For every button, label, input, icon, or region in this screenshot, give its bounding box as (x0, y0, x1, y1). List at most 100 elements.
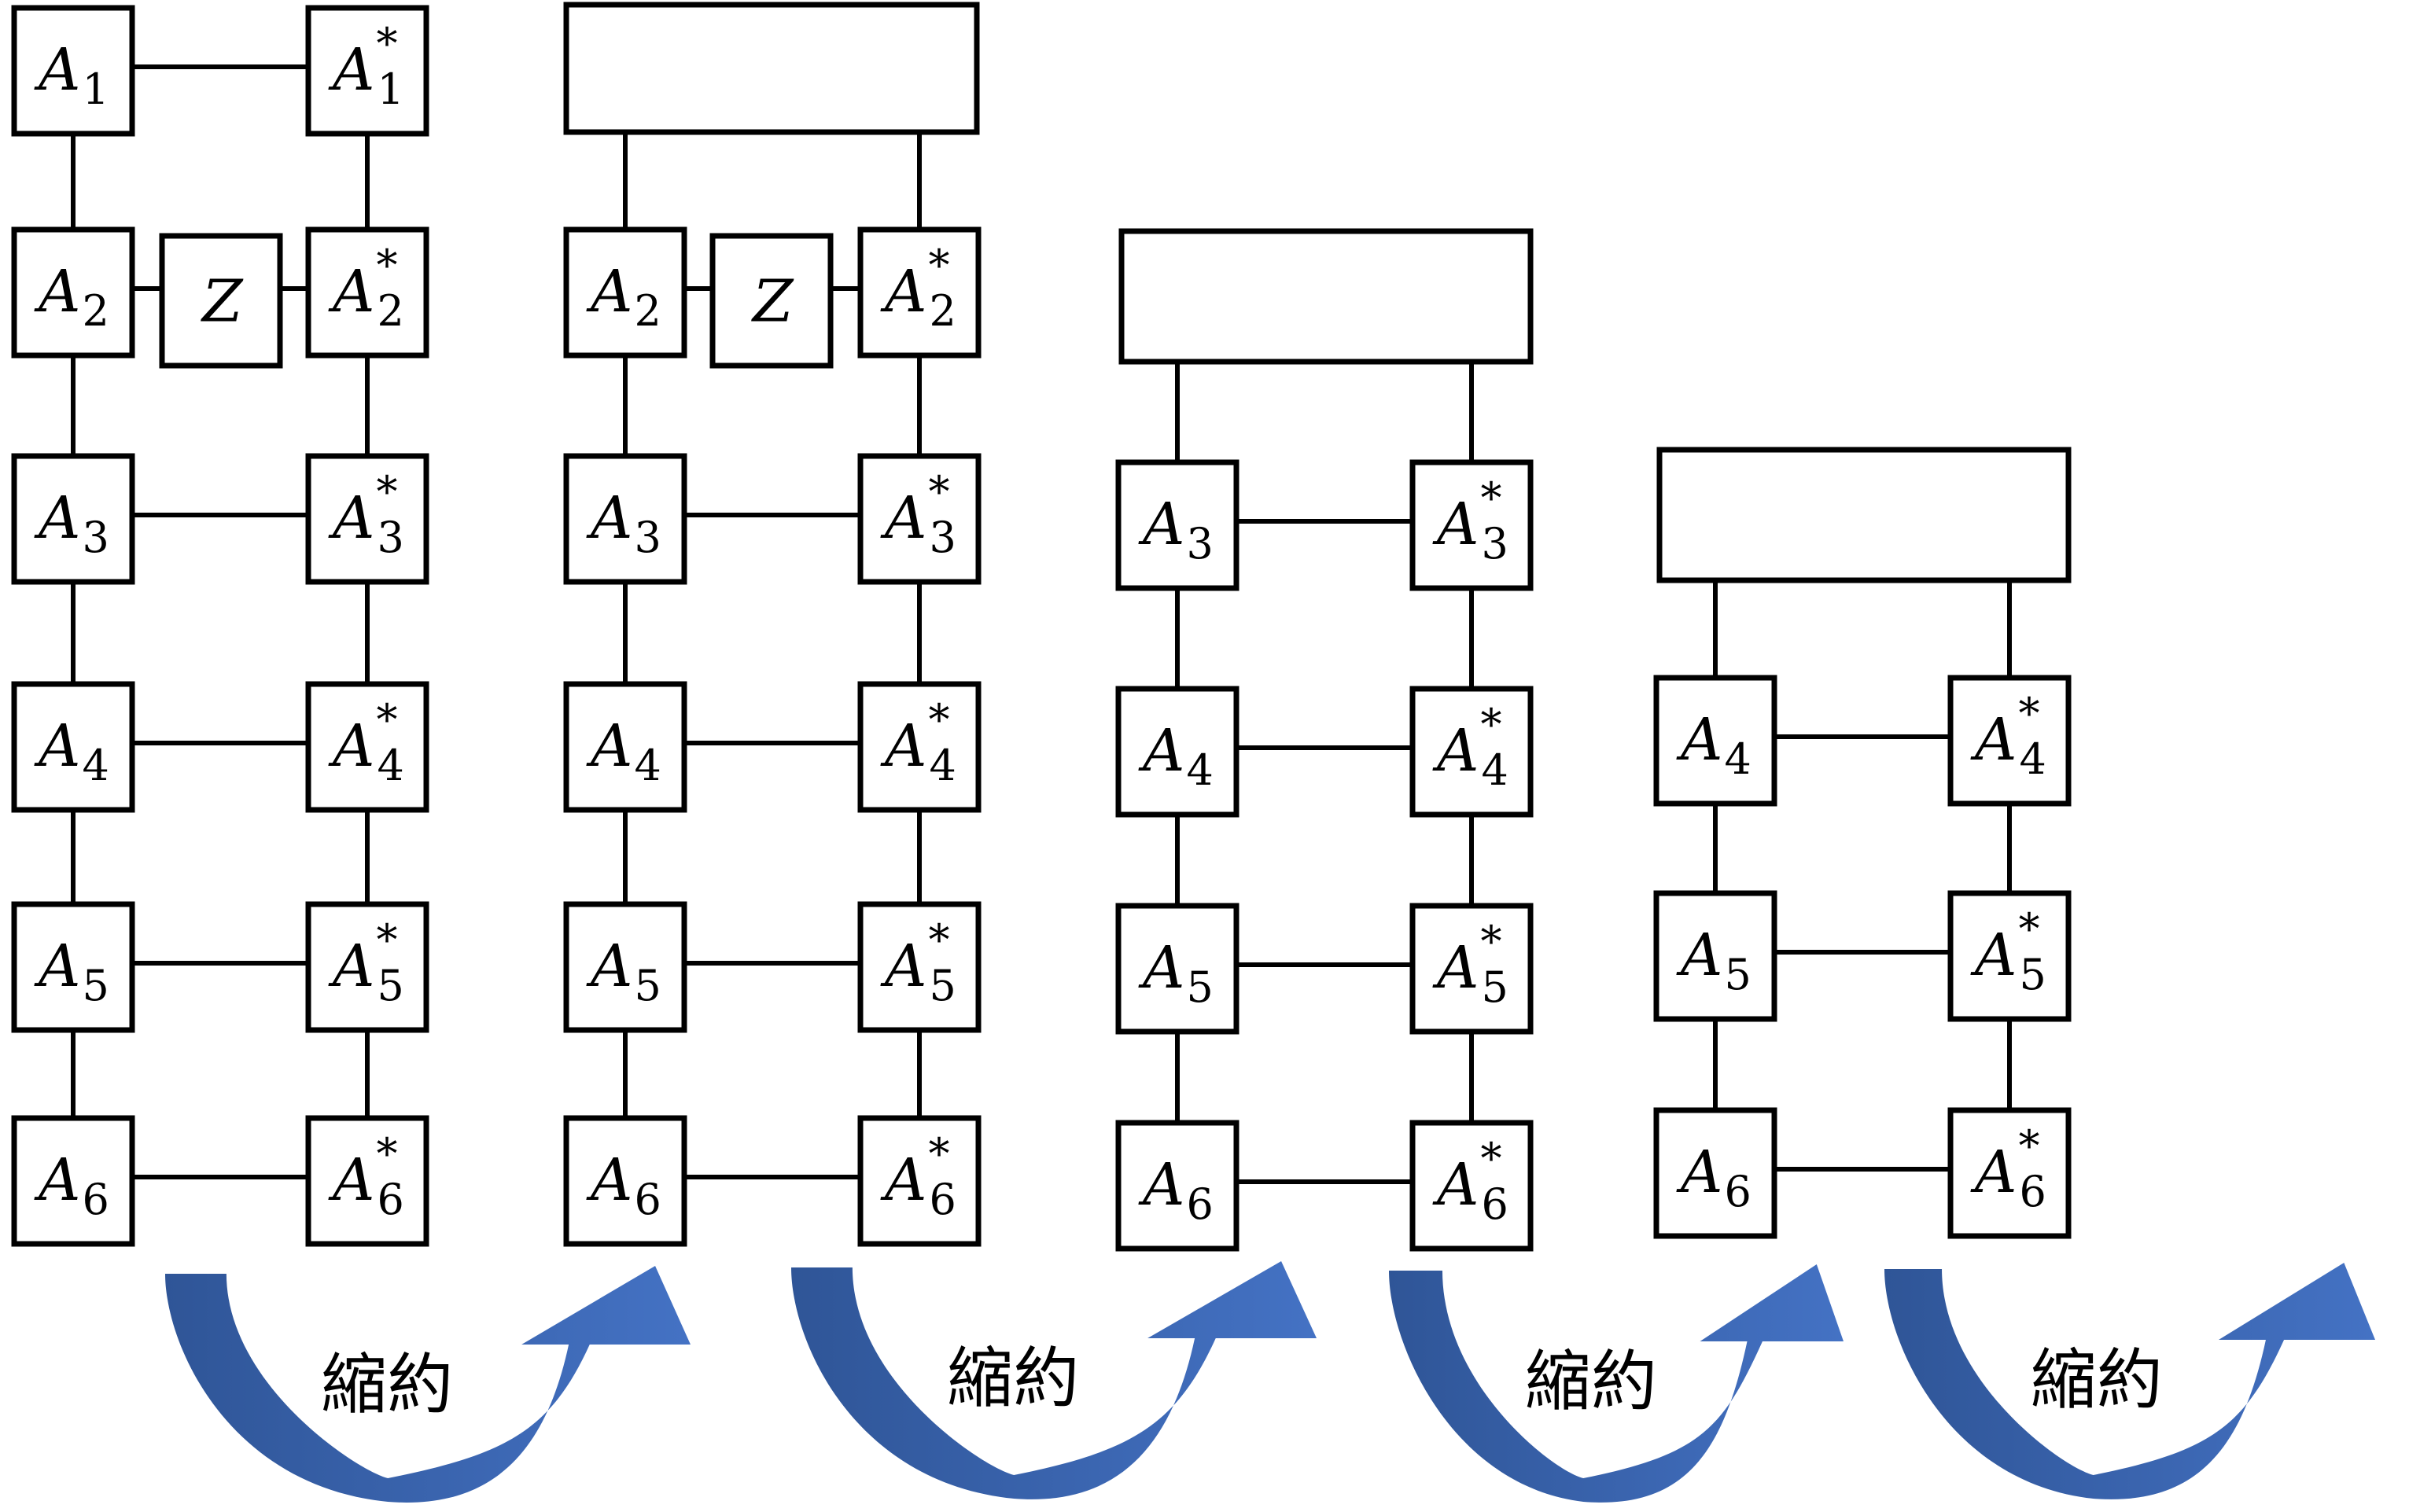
tensor-a-box (563, 1115, 687, 1247)
conjugate-mark: * (376, 1129, 397, 1179)
tensor-a-conj-box (1947, 890, 2072, 1022)
tensor-label: A*3 (880, 467, 956, 562)
tensor-index: 5 (82, 961, 109, 1010)
operator-z: Z (709, 233, 834, 369)
tensor-index: 2 (377, 286, 403, 336)
tensor-a-box (1115, 1120, 1239, 1252)
tensor-index: 4 (1481, 745, 1508, 795)
tensor-label: A*4 (1970, 689, 2046, 784)
tensor-label: A*4 (328, 695, 404, 790)
tensor-index: 3 (1186, 519, 1213, 568)
tensor-index: 3 (929, 513, 956, 562)
tensor-label: A6 (586, 1146, 661, 1224)
tensor-index: 6 (82, 1175, 109, 1224)
conjugate-mark: * (928, 695, 949, 745)
tensor-a-box (11, 226, 135, 359)
tensor-a: A4 (1115, 686, 1239, 818)
tensor-a: A4 (563, 681, 687, 813)
conjugate-mark: * (376, 19, 397, 68)
tensor-a-box (11, 1115, 135, 1247)
tensor-index: 4 (1186, 745, 1213, 795)
tensor-a-box (563, 453, 687, 585)
tensor-a-conj-box (305, 453, 429, 585)
tensor-a-conj-box (1947, 675, 2072, 807)
conjugate-mark: * (1480, 473, 1501, 523)
curved-arrow-shape (791, 1261, 1317, 1499)
tensor-a-conj-box (857, 901, 982, 1033)
tensor-a: A6 (1653, 1107, 1777, 1239)
tensor-symbol: A (1432, 934, 1479, 1002)
tensor-index: 3 (377, 513, 403, 562)
tensor-label: A3 (586, 484, 661, 562)
tensor-index: 5 (1724, 950, 1751, 999)
tensor-a-conj: A*6 (1409, 1120, 1534, 1252)
conjugate-mark: * (2018, 1121, 2039, 1171)
tensor-index: 4 (2019, 734, 2046, 784)
tensor-a-conj-box (1409, 1120, 1534, 1252)
tensor-a-box (1653, 1107, 1777, 1239)
tensor-a-conj: A*6 (857, 1115, 982, 1247)
tensor-label: A*1 (328, 19, 404, 114)
tensor-a-conj: A*3 (857, 453, 982, 585)
tensor-symbol: A (1138, 717, 1184, 785)
conjugate-mark: * (928, 915, 949, 965)
contraction-arrow: 縮約 (791, 1261, 1317, 1499)
tensor-index: 5 (634, 961, 661, 1010)
tensor-index: 4 (82, 741, 109, 790)
conjugate-mark: * (1480, 700, 1501, 749)
tensor-label: A*6 (880, 1129, 956, 1224)
tensor-symbol: A (1970, 922, 2017, 989)
tensor-a: A4 (11, 681, 135, 813)
tensor-symbol: A (34, 258, 80, 326)
conjugate-mark: * (376, 241, 397, 290)
tensor-index: 4 (1724, 734, 1751, 784)
conjugate-mark: * (928, 1129, 949, 1179)
tensor-a: A2 (563, 226, 687, 359)
tensor-symbol: A (586, 484, 632, 552)
tensor-label: A5 (1138, 934, 1214, 1012)
contraction-arrow: 縮約 (1389, 1264, 1844, 1503)
contracted-block (1656, 447, 2072, 583)
tensor-index: 6 (1724, 1167, 1751, 1216)
tensor-symbol: A (1676, 1139, 1722, 1206)
tensor-label: A*5 (1970, 904, 2046, 999)
operator-z-box (159, 233, 283, 369)
tensor-a: A5 (1653, 890, 1777, 1022)
tensor-a-box (1653, 890, 1777, 1022)
tensor-symbol: A (880, 933, 926, 1000)
curved-arrow-shape (1389, 1264, 1844, 1503)
tensor-index: 6 (377, 1175, 403, 1224)
tensor-a-conj-box (857, 1115, 982, 1247)
tensor-label: A1 (34, 36, 109, 114)
tensor-label: A*3 (1432, 473, 1508, 568)
contraction-label: 縮約 (2031, 1341, 2163, 1418)
curved-arrow-shape (165, 1266, 691, 1503)
tensor-label: A4 (34, 712, 109, 790)
contracted-block-box (563, 2, 980, 135)
tensor-a-conj-box (857, 681, 982, 813)
tensor-a-conj: A*5 (1947, 890, 2072, 1022)
curved-arrow-shape (1884, 1263, 2375, 1499)
tensor-label: A6 (1138, 1151, 1214, 1229)
tensor-symbol: A (328, 36, 374, 104)
tensor-a: A3 (1115, 459, 1239, 591)
contraction-label: 縮約 (321, 1346, 453, 1423)
tensor-label: A*6 (1432, 1134, 1508, 1229)
tensor-a-conj-box (857, 453, 982, 585)
tensor-index: 2 (634, 286, 661, 336)
tensor-symbol: A (328, 712, 374, 780)
tensor-symbol: A (34, 933, 80, 1000)
tensor-label: A*4 (1432, 700, 1508, 795)
tensor-symbol: A (880, 712, 926, 780)
tensor-index: 5 (1186, 962, 1213, 1012)
operator-label: Z (201, 268, 244, 336)
tensor-a-conj: A*5 (1409, 903, 1534, 1035)
tensor-a-conj-box (1409, 686, 1534, 818)
tensor-a: A4 (1653, 675, 1777, 807)
tensor-a: A5 (11, 901, 135, 1033)
tensor-symbol: A (586, 258, 632, 326)
tensor-label: A6 (34, 1146, 109, 1224)
tensor-a: A6 (1115, 1120, 1239, 1252)
tensor-index: 5 (2019, 950, 2046, 999)
